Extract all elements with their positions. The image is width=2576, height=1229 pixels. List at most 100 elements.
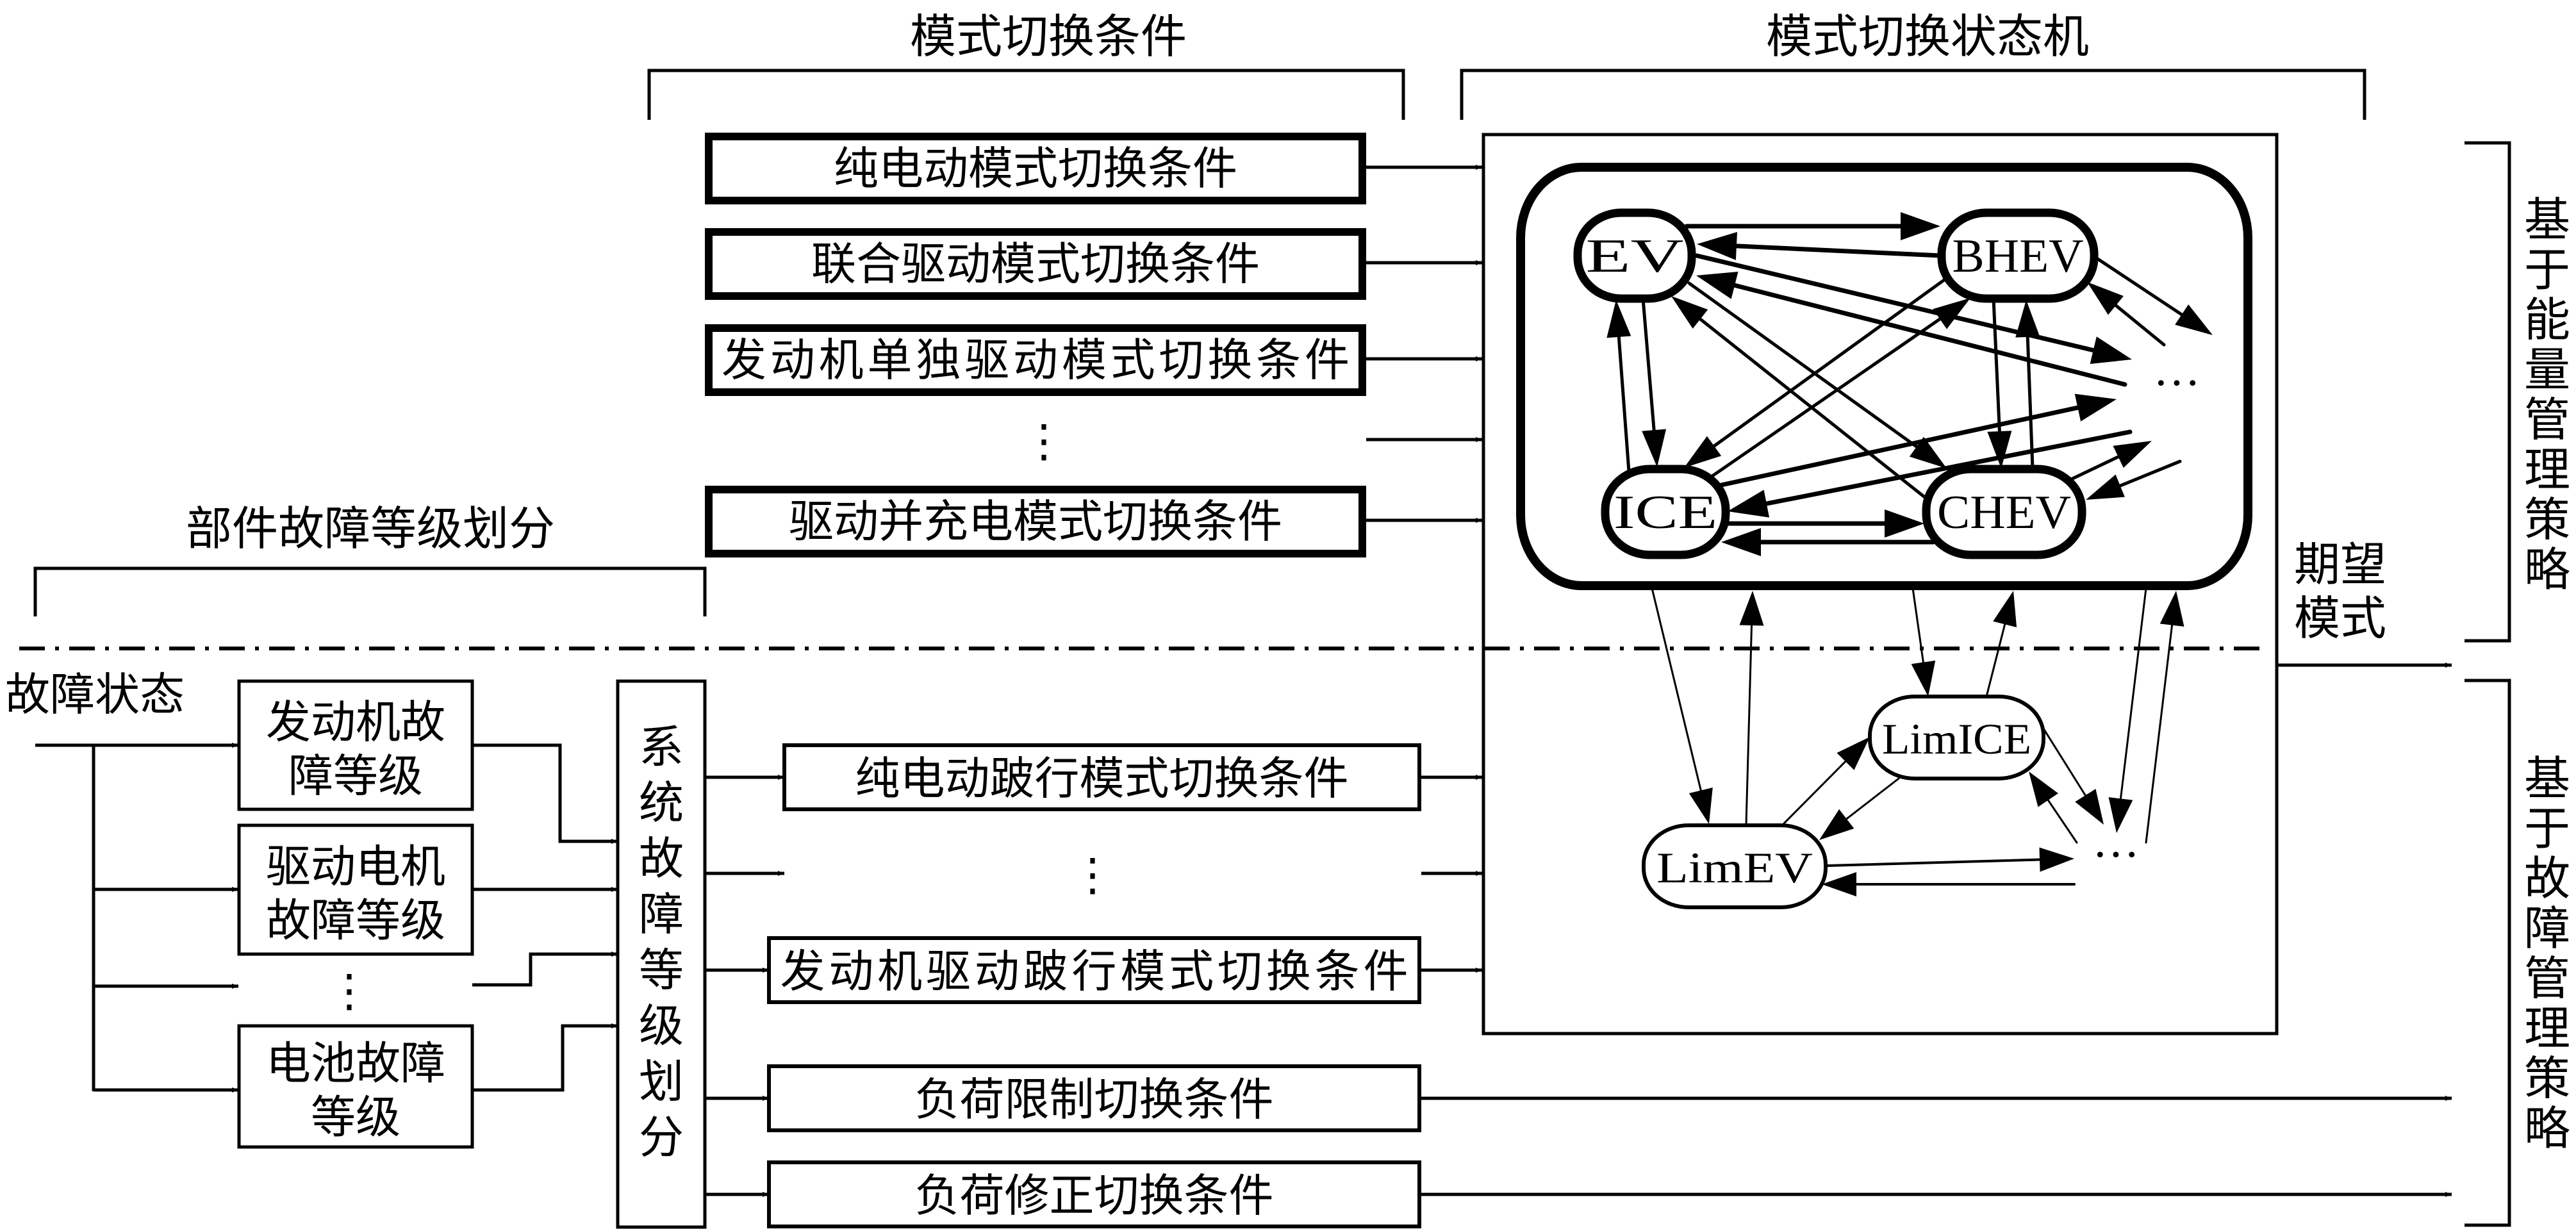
condition-box-frame (767, 1160, 1421, 1228)
arrowhead-icon (2086, 474, 2125, 500)
arrowhead-icon (1642, 429, 1667, 467)
state-node-frame (1868, 695, 2045, 780)
transition-line (2114, 304, 2166, 347)
transition-limev-to-limice (1782, 737, 1870, 825)
state-node-limev: LimEV (1642, 823, 1828, 909)
bracket-mode-switch-state-machine (1460, 69, 2366, 120)
state-node-ev: EV (1573, 208, 1696, 303)
state-node-more-fault: ··· (2092, 829, 2140, 881)
arrowhead-icon (2087, 282, 2124, 315)
ellipsis-vertical: ⋮ (327, 964, 372, 1017)
arrowhead-icon (2175, 304, 2213, 335)
transition-limice-to-energy_group (1985, 591, 2017, 698)
arrowhead-icon (1671, 296, 1708, 329)
state-node-label: ICE (1614, 486, 1717, 539)
transition-ice-to-ev (1606, 300, 1631, 474)
desired-mode-label-line2: 模式 (2294, 591, 2386, 645)
transition-line (2069, 455, 2120, 481)
transition-bhev-to-more (2095, 256, 2213, 335)
energy-condition-box: 发动机单独驱动模式切换条件 (705, 324, 1482, 396)
transition-line (1782, 760, 1847, 825)
header-mode-switch-state-machine: 模式切换状态机 (1766, 10, 2089, 63)
strategy-char: 于 (2524, 802, 2570, 855)
component-label-line2: 等级 (311, 1091, 400, 1144)
energy-condition-box: 纯电动模式切换条件 (705, 133, 1482, 204)
strategy-char: 略 (2524, 1101, 2570, 1155)
strategy-char: 能 (2524, 293, 2570, 347)
condition-label: 负荷限制切换条件 (915, 1073, 1274, 1126)
transition-bhev-to-ice (1684, 276, 1949, 468)
arrowhead-icon (1739, 591, 1764, 626)
transition-fault_more-to-energy_group (2145, 591, 2184, 844)
arrowhead-icon (2039, 847, 2074, 872)
transition-line (2026, 335, 2035, 470)
arrowhead-icon (1837, 737, 1870, 770)
arrowhead-icon (1688, 788, 1713, 824)
state-node-label: LimEV (1656, 843, 1813, 892)
transition-line (1651, 587, 1702, 792)
transition-limev-to-fault_more (1826, 847, 2074, 872)
arrowhead-icon (2108, 797, 2133, 833)
transition-ice-to-bhev (1708, 298, 1970, 479)
transition-line (1712, 276, 1949, 448)
transition-line (1826, 858, 2042, 867)
fault-condition-box: 纯电动跛行模式切换条件 (705, 743, 1482, 811)
strategy-char: 管 (2524, 393, 2570, 447)
transition-energy_group-to-fault_more (2108, 587, 2147, 833)
transition-line (1764, 429, 2133, 506)
system-fault-char: 等 (639, 944, 684, 996)
component-box-frame (237, 679, 474, 811)
transition-energy_group-to-limev (1651, 587, 1713, 824)
fault-state-label: 故障状态 (5, 668, 185, 721)
transition-line (2095, 256, 2184, 317)
fault-condition-box: 负荷限制切换条件 (705, 1064, 1421, 1132)
transition-ev-to-ice (1641, 297, 1667, 467)
transition-line (2145, 624, 2174, 844)
transition-fault_more-to-limev (1822, 872, 2076, 896)
energy-condition-list: 纯电动模式切换条件联合驱动模式切换条件发动机单独驱动模式切换条件⋮驱动并充电模式… (705, 133, 1482, 557)
arrowhead-icon (2113, 441, 2152, 468)
transition-line (1732, 283, 2127, 387)
bracket-energy-management-strategy (2465, 141, 2511, 643)
transition-line (2119, 587, 2147, 800)
transition-chev-to-ice (1721, 528, 1936, 556)
state-machine-frame (1482, 133, 2279, 1035)
condition-box-frame (705, 133, 1366, 204)
arrowhead-icon (1911, 660, 1936, 697)
transition-bhev-to-ev (1697, 231, 1944, 260)
arrowhead-icon (1993, 591, 2017, 628)
condition-label: 纯电动跛行模式切换条件 (855, 752, 1349, 805)
state-node-frame (1601, 465, 1730, 559)
state-node-bhev: BHEV (1937, 208, 2099, 303)
state-node-frame (1922, 465, 2086, 559)
arrowhead-icon (1684, 436, 1722, 468)
transition-line (1745, 624, 1753, 825)
transition-chev-to-more (2069, 441, 2152, 481)
condition-box-frame (705, 228, 1366, 300)
system-fault-char: 划 (639, 1055, 684, 1108)
transition-limev-to-energy_group (1739, 591, 1764, 825)
state-node-chev: CHEV (1922, 465, 2086, 559)
condition-box-frame (767, 936, 1421, 1004)
header-component-fault-grading: 部件故障等级划分 (186, 502, 555, 556)
transition-more-to-bhev (2087, 282, 2166, 347)
condition-label: 发动机单独驱动模式切换条件 (722, 334, 1350, 386)
arrowhead-icon (1728, 490, 1770, 518)
desired-mode-label-line1: 期望 (2294, 538, 2386, 591)
state-transition-edges (1606, 212, 2213, 896)
component-label-line1: 驱动电机 (266, 841, 445, 893)
state-node-more-energy: ··· (2153, 357, 2200, 409)
transition-line (2042, 727, 2086, 796)
strategy-char: 策 (2524, 1052, 2570, 1105)
fault-input-tree (35, 743, 238, 1093)
strategy-char: 理 (2524, 443, 2570, 497)
system-fault-char: 分 (639, 1111, 684, 1164)
transition-ice-to-more (1719, 393, 2117, 488)
transition-line (1719, 405, 2080, 488)
transition-line (1985, 623, 2006, 698)
arrowhead-icon (2159, 591, 2184, 627)
state-node-label: CHEV (1937, 486, 2071, 539)
